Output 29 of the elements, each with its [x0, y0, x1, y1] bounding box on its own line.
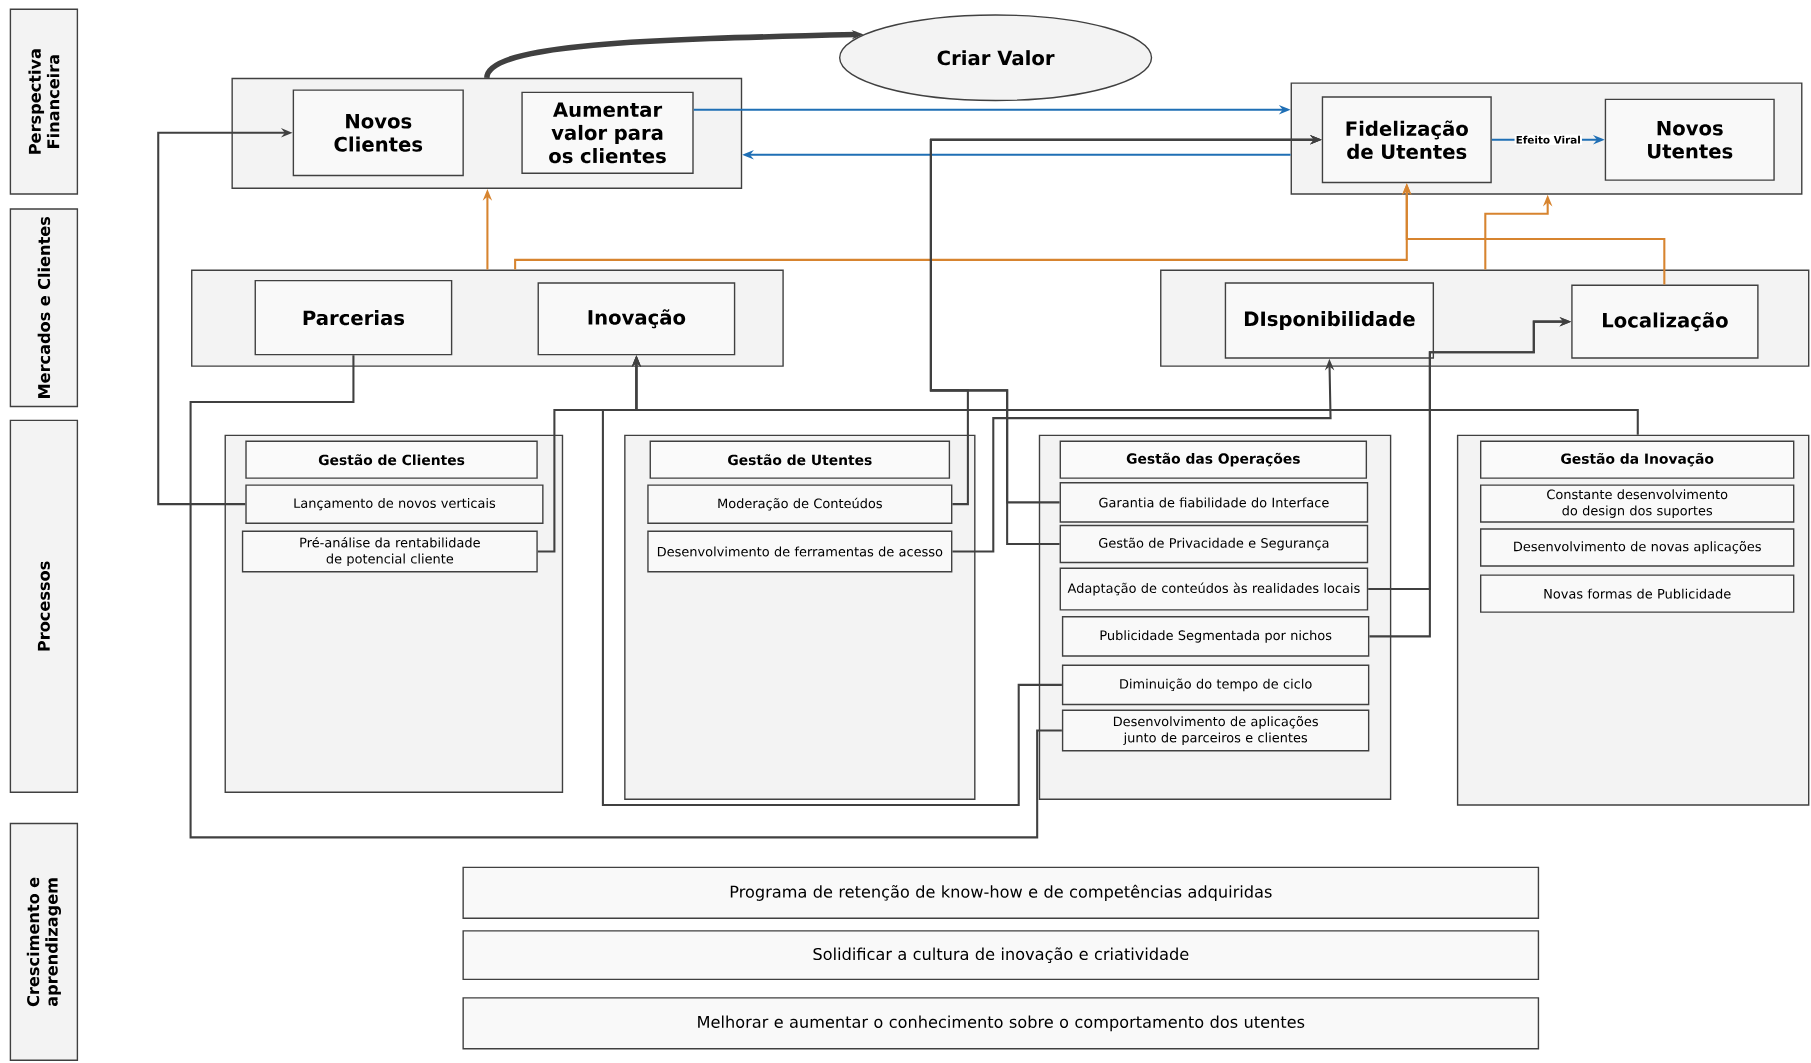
objective-box: DIsponibilidade [1224, 282, 1435, 359]
process-box: Moderação de Conteúdos [647, 484, 953, 525]
objective-box: Inovação [537, 282, 736, 356]
objective-box: Parcerias [254, 280, 453, 356]
process-box: Lançamento de novos verticais [245, 484, 544, 525]
perspective-band: Processos [9, 419, 79, 794]
objective-box: Localização [1571, 284, 1759, 359]
process-box: Desenvolvimento de novas aplicações [1480, 528, 1795, 567]
learning-bar: Programa de retenção de know-how e de competências adquiridas [462, 866, 1540, 920]
process-box: Diminuição do tempo de ciclo [1061, 664, 1370, 706]
process-box: Novas formas de Publicidade [1480, 574, 1795, 614]
learning-bar: Melhorar e aumentar o conhecimento sobre o comportamento dos utentes [462, 997, 1540, 1050]
objective-box: Novos Clientes [292, 89, 464, 177]
objective-box: Fidelização de Utentes [1321, 96, 1492, 184]
objective-box: Aumentar valor para os clientes [521, 91, 694, 175]
perspective-band: Mercados e Clientes [9, 208, 79, 408]
perspective-band: Perspectiva Financeira [9, 8, 79, 195]
perspective-band: Crescimento e aprendizagem [9, 823, 79, 1062]
process-box: Publicidade Segmentada por nichos [1061, 616, 1370, 657]
process-box: Garantia de fiabilidade do Interface [1059, 482, 1369, 523]
process-box: Desenvolvimento de aplicações junto de parceiros e clientes [1061, 709, 1370, 752]
learning-bar: Solidificar a cultura de inovação e criatividade [462, 930, 1540, 981]
objective-box: Novos Utentes [1604, 98, 1775, 182]
process-box: Adaptação de conteúdos às realidades locais [1059, 567, 1369, 611]
process-box: Desenvolvimento de ferramentas de acesso [647, 530, 953, 573]
process-box: Gestão de Privacidade e Segurança [1059, 525, 1369, 564]
edge-label: Efeito Viral [1514, 134, 1582, 146]
process-box: Constante desenvolvimento do design dos suportes [1480, 484, 1795, 523]
process-box: Pré-análise da rentabilidade de potencial cliente [241, 530, 538, 573]
